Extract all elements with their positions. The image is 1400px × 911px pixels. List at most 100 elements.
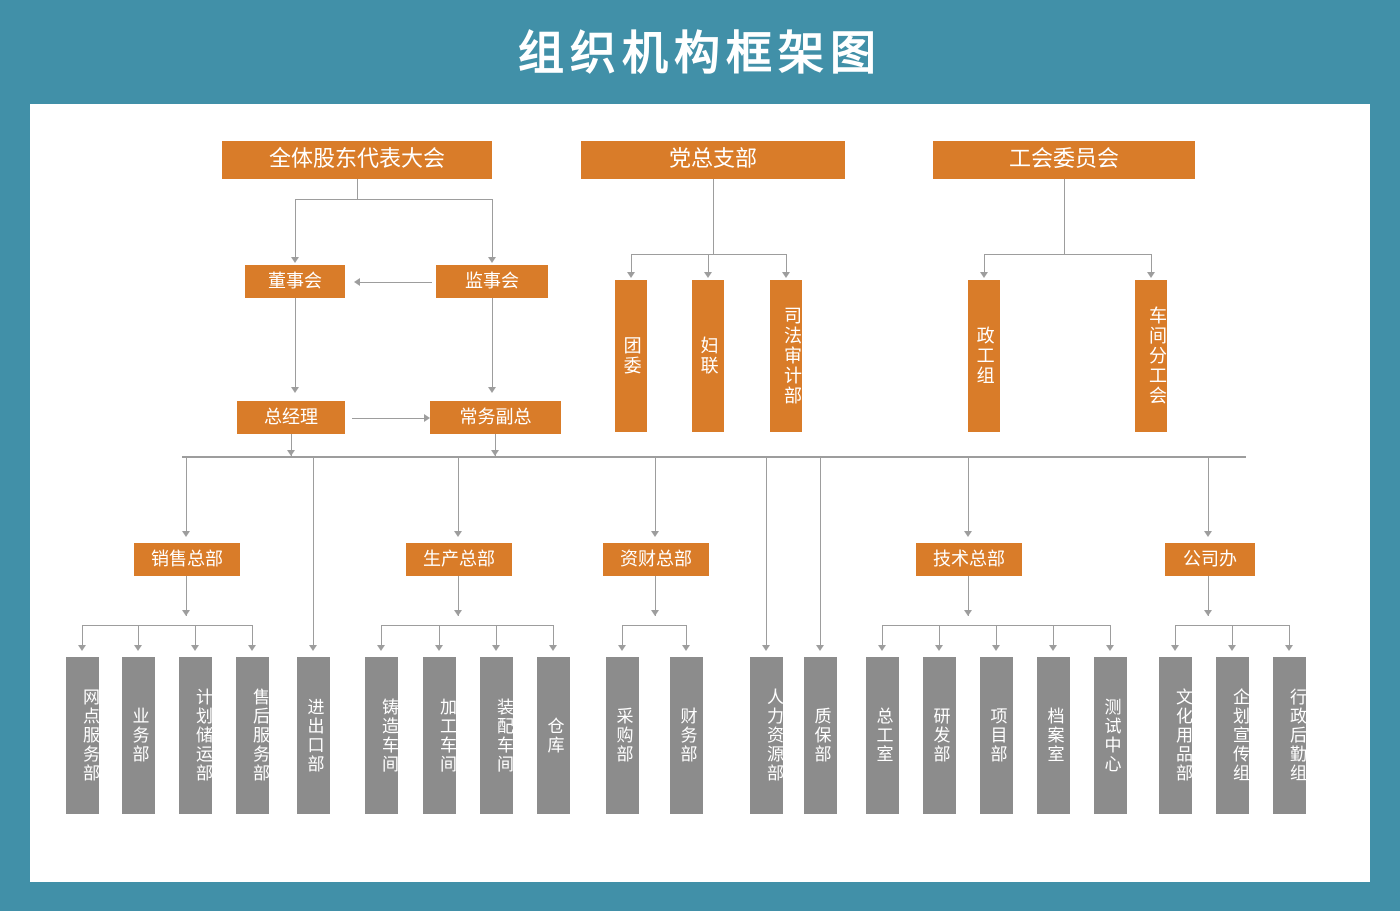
- drop-production-to-assembly: [496, 625, 497, 645]
- drop-tech-to-project: [996, 625, 997, 645]
- node-political-work-group[interactable]: 政工组: [968, 280, 1000, 432]
- node-after-sales[interactable]: 售后服务部: [236, 657, 269, 814]
- drop-production-to-warehouse: [553, 625, 554, 645]
- arrow-company-office-stem: [1204, 610, 1212, 616]
- arrow-to-political-work-group: [980, 272, 988, 278]
- arrow-bus-to-technology-hq: [964, 531, 972, 537]
- connector-supervisors-to-board: [360, 282, 432, 283]
- node-party-branch[interactable]: 党总支部: [581, 141, 845, 179]
- node-import-export[interactable]: 进出口部: [297, 657, 330, 814]
- node-technology-hq[interactable]: 技术总部: [916, 543, 1022, 576]
- connector-sales-bus: [82, 625, 253, 626]
- drop-production-to-casting: [381, 625, 382, 645]
- node-board-of-supervisors[interactable]: 监事会: [436, 265, 548, 298]
- node-rnd-dept[interactable]: 研发部: [923, 657, 956, 814]
- arrow-to-general-manager: [291, 387, 299, 393]
- arrow-to-machining-workshop: [435, 645, 443, 651]
- node-youth-league[interactable]: 团委: [615, 280, 647, 432]
- node-production-hq[interactable]: 生产总部: [406, 543, 512, 576]
- arrow-deputy-to-bus: [491, 450, 499, 456]
- connector-shareholders-to-board: [295, 199, 296, 257]
- node-archives-room[interactable]: 档案室: [1037, 657, 1070, 814]
- node-planning-storage[interactable]: 计划储运部: [179, 657, 212, 814]
- drop-bus-to-production-hq: [458, 456, 459, 531]
- connector-production-stem: [458, 576, 459, 616]
- arrow-to-assembly-workshop: [492, 645, 500, 651]
- arrow-to-cultural-supplies: [1171, 645, 1179, 651]
- node-admin-logistics[interactable]: 行政后勤组: [1273, 657, 1306, 814]
- node-quality-assurance[interactable]: 质保部: [804, 657, 837, 814]
- node-chief-engineer-office[interactable]: 总工室: [866, 657, 899, 814]
- arrow-production-stem: [454, 610, 462, 616]
- arrow-to-casting-workshop: [377, 645, 385, 651]
- chart-canvas: 全体股东代表大会 党总支部 工会委员会 董事会 监事会 团委 妇联 司法审计部 …: [30, 104, 1370, 882]
- node-general-manager[interactable]: 总经理: [237, 401, 345, 434]
- arrow-to-planning-storage: [191, 645, 199, 651]
- arrow-to-testing-center: [1106, 645, 1114, 651]
- arrow-bus-to-import-export: [309, 645, 317, 651]
- node-testing-center[interactable]: 测试中心: [1094, 657, 1127, 814]
- drop-office-to-admin-logistics: [1289, 625, 1290, 645]
- node-union-committee[interactable]: 工会委员会: [933, 141, 1195, 179]
- drop-finance-to-purchasing: [622, 625, 623, 645]
- node-workshop-union[interactable]: 车间分工会: [1135, 280, 1167, 432]
- node-shareholders-assembly[interactable]: 全体股东代表大会: [222, 141, 492, 179]
- arrow-gm-to-deputy: [424, 414, 430, 422]
- node-company-office[interactable]: 公司办: [1165, 543, 1255, 576]
- connector-party-to-youth: [631, 254, 632, 272]
- arrow-bus-to-quality-assurance: [816, 645, 824, 651]
- arrow-to-warehouse: [549, 645, 557, 651]
- drop-office-to-planning-promotion: [1232, 625, 1233, 645]
- connector-shareholders-bus: [295, 199, 492, 200]
- node-machining-workshop[interactable]: 加工车间: [423, 657, 456, 814]
- connector-gm-to-deputy: [352, 418, 424, 419]
- arrow-to-womens-federation: [704, 272, 712, 278]
- connector-company-office-stem: [1208, 576, 1209, 616]
- node-business-dept[interactable]: 业务部: [122, 657, 155, 814]
- node-purchasing-dept[interactable]: 采购部: [606, 657, 639, 814]
- connector-shareholders-stem: [357, 179, 358, 199]
- arrow-bus-to-sales-hq: [182, 531, 190, 537]
- node-casting-workshop[interactable]: 铸造车间: [365, 657, 398, 814]
- arrow-to-rnd-dept: [935, 645, 943, 651]
- arrow-to-judicial-audit: [782, 272, 790, 278]
- arrow-bus-to-production-hq: [454, 531, 462, 537]
- arrow-bus-to-finance-hq: [651, 531, 659, 537]
- connector-union-to-political: [984, 254, 985, 272]
- drop-bus-to-finance-hq: [655, 456, 656, 531]
- node-human-resources[interactable]: 人力资源部: [750, 657, 783, 814]
- node-sales-hq[interactable]: 销售总部: [134, 543, 240, 576]
- arrow-to-supervisors: [488, 257, 496, 263]
- connector-gm-to-bus: [291, 434, 292, 456]
- arrow-to-purchasing-dept: [618, 645, 626, 651]
- node-project-dept[interactable]: 项目部: [980, 657, 1013, 814]
- node-branch-service[interactable]: 网点服务部: [66, 657, 99, 814]
- node-finance-dept[interactable]: 财务部: [670, 657, 703, 814]
- node-assembly-workshop[interactable]: 装配车间: [480, 657, 513, 814]
- drop-bus-to-company-office: [1208, 456, 1209, 531]
- arrow-sales-stem: [182, 610, 190, 616]
- arrow-to-executive-deputy: [488, 387, 496, 393]
- arrow-to-after-sales: [248, 645, 256, 651]
- arrow-bus-to-company-office: [1204, 531, 1212, 537]
- connector-party-stem: [713, 179, 714, 254]
- node-finance-hq[interactable]: 资财总部: [603, 543, 709, 576]
- node-planning-promotion[interactable]: 企划宣传组: [1216, 657, 1249, 814]
- connector-shareholders-to-supervisors: [492, 199, 493, 257]
- node-judicial-audit[interactable]: 司法审计部: [770, 280, 802, 432]
- node-warehouse[interactable]: 仓库: [537, 657, 570, 814]
- page-title: 组织机构框架图: [518, 26, 882, 80]
- drop-tech-to-testing: [1110, 625, 1111, 645]
- connector-finance-bus: [622, 625, 687, 626]
- arrow-bus-to-human-resources: [762, 645, 770, 651]
- node-board-of-directors[interactable]: 董事会: [245, 265, 345, 298]
- arrow-to-admin-logistics: [1285, 645, 1293, 651]
- arrow-to-business-dept: [134, 645, 142, 651]
- connector-union-to-workshop: [1151, 254, 1152, 272]
- node-womens-federation[interactable]: 妇联: [692, 280, 724, 432]
- node-cultural-supplies[interactable]: 文化用品部: [1159, 657, 1192, 814]
- connector-union-stem: [1064, 179, 1065, 254]
- arrow-to-archives-room: [1049, 645, 1057, 651]
- node-executive-deputy[interactable]: 常务副总: [430, 401, 561, 434]
